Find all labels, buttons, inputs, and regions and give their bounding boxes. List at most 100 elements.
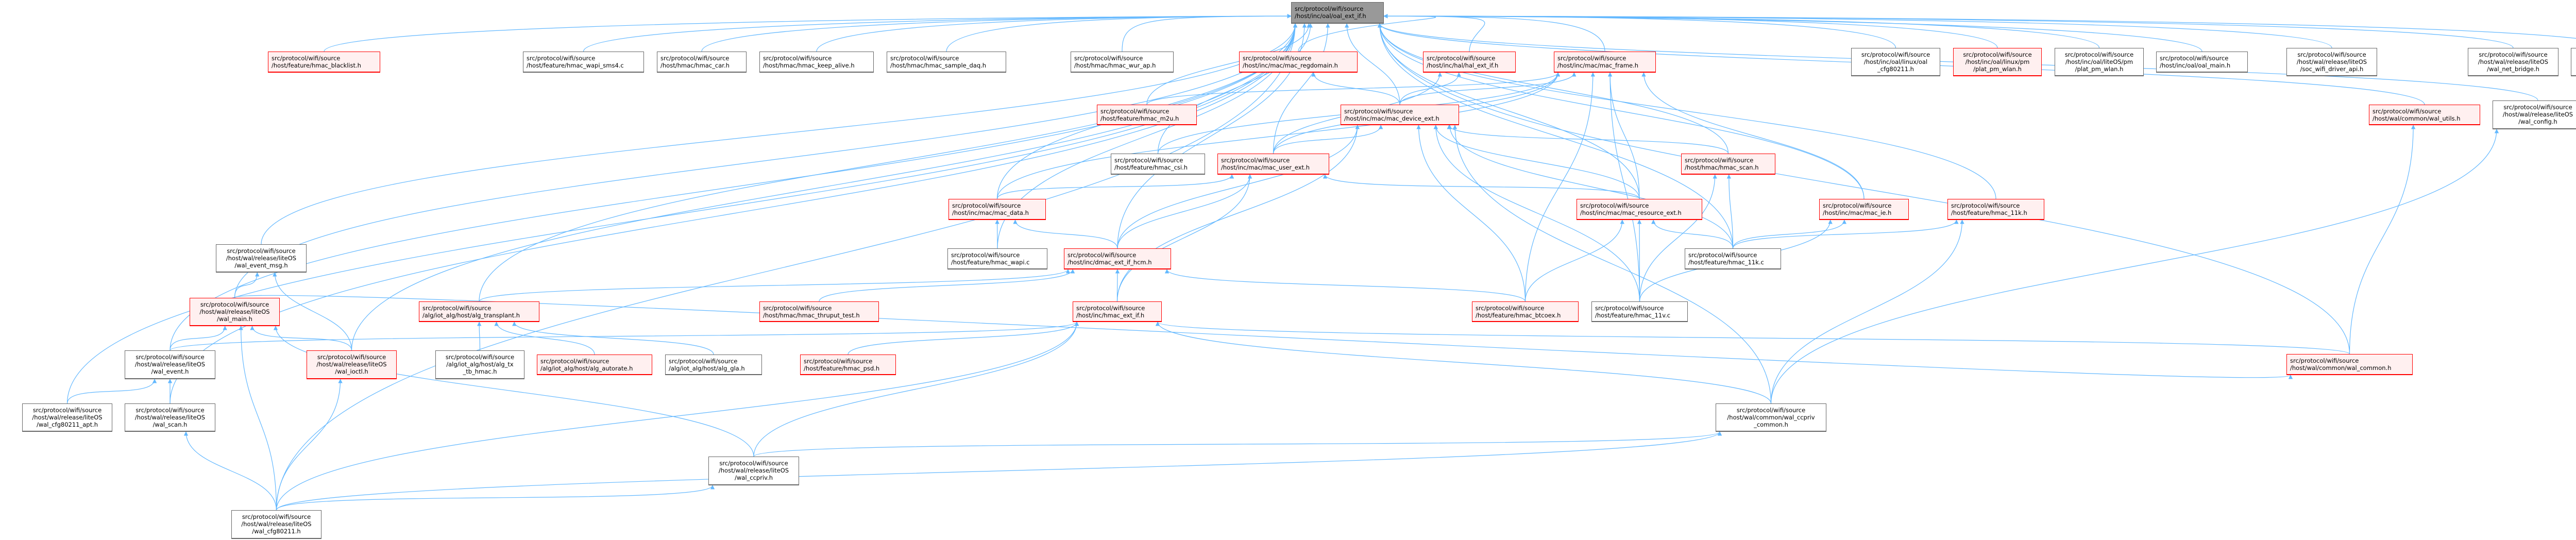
graph-node-hmac-11k-h[interactable]: src/protocol/wifi/source /host/feature/h… — [1947, 199, 2044, 220]
edge-hmac-11k-c-to-mac-ie — [1732, 220, 1846, 249]
graph-node-mac-user-ext[interactable]: src/protocol/wifi/source /host/inc/mac/m… — [1217, 154, 1329, 175]
graph-node-mac-frame[interactable]: src/protocol/wifi/source /host/inc/mac/m… — [1554, 52, 1656, 73]
graph-node-wal-common[interactable]: src/protocol/wifi/source /host/wal/commo… — [2286, 354, 2413, 375]
graph-node-mac-device-ext[interactable]: src/protocol/wifi/source /host/inc/mac/m… — [1341, 105, 1459, 125]
edge-btcoex-to-dmac-hcm — [1164, 269, 1526, 302]
graph-node-ccpriv-common[interactable]: src/protocol/wifi/source /host/wal/commo… — [1716, 403, 1826, 432]
graph-node-hmac-wapi-c[interactable]: src/protocol/wifi/source /host/feature/h… — [947, 248, 1047, 269]
edge-mac-resource-ext-to-mac-frame — [1607, 72, 1640, 199]
edge-wapi-sms4-to-oal-ext-if — [583, 14, 1292, 52]
graph-node-thruput[interactable]: src/protocol/wifi/source /host/hmac/hmac… — [759, 301, 879, 322]
graph-node-keep-alive[interactable]: src/protocol/wifi/source /host/hmac/hmac… — [759, 52, 874, 73]
graph-node-soc-wifi[interactable]: src/protocol/wifi/source /host/wal/relea… — [2286, 48, 2377, 76]
edge-btcoex-to-mac-resource-ext — [1524, 220, 1624, 302]
edge-ccpriv-common-to-mac-device-ext — [1452, 125, 1772, 404]
graph-node-hal-ext-if[interactable]: src/protocol/wifi/source /host/inc/hal/h… — [1423, 52, 1516, 73]
graph-node-wal-cfg80211[interactable]: src/protocol/wifi/source /host/wal/relea… — [231, 510, 321, 539]
edge-wal-main-to-oal-ext-if — [234, 23, 1298, 298]
edge-plat-pm-liteos-to-oal-ext-if — [1383, 14, 2100, 48]
graph-node-wal-scan[interactable]: src/protocol/wifi/source /host/wal/relea… — [125, 403, 215, 432]
edge-wal-cfg80211-to-wal-scan — [183, 431, 277, 511]
graph-node-wur-ap[interactable]: src/protocol/wifi/source /host/hmac/hmac… — [1071, 52, 1174, 73]
graph-node-alg-tx-tb[interactable]: src/protocol/wifi/source /alg/iot_alg/ho… — [435, 350, 524, 379]
edge-ccpriv-common-to-hmac-11k-h — [1770, 220, 1964, 404]
graph-node-wal-main[interactable]: src/protocol/wifi/source /host/wal/relea… — [190, 298, 280, 326]
graph-node-csi[interactable]: src/protocol/wifi/source /host/feature/h… — [1111, 154, 1205, 175]
edge-hmac-scan-to-mac-device-ext — [1447, 125, 1729, 154]
edge-hmac-ext-if-to-mac-device-ext — [1116, 125, 1360, 302]
edge-wal-common-to-oal-ext-if — [1377, 23, 2350, 355]
graph-node-plat-pm-linux[interactable]: src/protocol/wifi/source /host/inc/oal/l… — [1953, 48, 2042, 76]
edge-psd-to-hmac-ext-if — [848, 322, 1079, 355]
graph-node-alg-gla[interactable]: src/protocol/wifi/source /alg/iot_alg/ho… — [665, 355, 762, 375]
edge-dmac-hcm-to-mac-device-ext — [1117, 125, 1360, 249]
edge-alg-autorate-to-alg-transplant — [494, 322, 595, 355]
graph-node-mac-ie[interactable]: src/protocol/wifi/source /host/inc/mac/m… — [1819, 199, 1909, 220]
graph-node-hmac-11v[interactable]: src/protocol/wifi/source /host/feature/h… — [1591, 301, 1688, 322]
edge-m2u-to-oal-ext-if — [1146, 23, 1311, 105]
graph-node-oal-cfg80211[interactable]: src/protocol/wifi/source /host/inc/oal/l… — [1851, 48, 1940, 76]
graph-node-m2u[interactable]: src/protocol/wifi/source /host/feature/h… — [1097, 105, 1197, 125]
graph-node-cfg80211-apt[interactable]: src/protocol/wifi/source /host/wal/relea… — [22, 403, 112, 432]
edge-ccpriv-common-to-hmac-ext-if — [1155, 322, 1772, 404]
graph-node-regdomain[interactable]: src/protocol/wifi/source /host/inc/mac/m… — [1239, 52, 1358, 73]
edge-wal-event-msg-to-oal-ext-if — [261, 23, 1298, 245]
edge-wal-cfg80211-to-wal-ccpriv — [276, 485, 715, 511]
graph-node-oal-ext-if[interactable]: src/protocol/wifi/source /host/inc/oal/o… — [1291, 2, 1384, 24]
edge-wal-cfg80211-to-hmac-ext-if — [276, 322, 1079, 511]
graph-node-alg-autorate[interactable]: src/protocol/wifi/source /alg/iot_alg/ho… — [537, 355, 652, 375]
edge-alg-transplant-to-oal-ext-if — [479, 23, 1298, 302]
graph-node-wal-ccpriv[interactable]: src/protocol/wifi/source /host/wal/relea… — [708, 457, 799, 485]
graph-node-sample-daq[interactable]: src/protocol/wifi/source /host/hmac/hmac… — [887, 52, 1006, 73]
graph-node-blacklist[interactable]: src/protocol/wifi/source /host/feature/h… — [268, 52, 380, 73]
graph-node-wal-event-msg[interactable]: src/protocol/wifi/source /host/wal/relea… — [216, 244, 307, 273]
graph-node-hmac-ext-if[interactable]: src/protocol/wifi/source /host/inc/hmac_… — [1073, 301, 1162, 322]
graph-node-net-bridge[interactable]: src/protocol/wifi/source /host/wal/relea… — [2468, 48, 2558, 76]
edge-sample-daq-to-oal-ext-if — [946, 14, 1292, 52]
graph-node-hmac-11k-c[interactable]: src/protocol/wifi/source /host/feature/h… — [1685, 248, 1781, 269]
graph-node-plat-pm-liteos[interactable]: src/protocol/wifi/source /host/inc/oal/l… — [2055, 48, 2144, 76]
graph-node-alg-transplant[interactable]: src/protocol/wifi/source /alg/iot_alg/ho… — [419, 301, 539, 322]
edge-wal-cfg80211-to-wal-ioctl — [276, 379, 343, 511]
edge-wal-main-to-wal-common — [234, 295, 2293, 379]
graph-node-psd[interactable]: src/protocol/wifi/source /host/feature/h… — [800, 355, 896, 375]
graph-node-wal-ioctl[interactable]: src/protocol/wifi/source /host/wal/relea… — [307, 350, 397, 379]
graph-node-mac-resource-ext[interactable]: src/protocol/wifi/source /host/inc/mac/m… — [1577, 199, 1702, 220]
edge-csi-to-oal-ext-if — [1157, 23, 1313, 154]
edge-wal-ioctl-to-wal-event-msg — [273, 272, 352, 351]
edge-hmac-11v-to-mac-device-ext — [1433, 125, 1640, 302]
graph-node-dmac-hcm[interactable]: src/protocol/wifi/source /host/inc/dmac_… — [1064, 248, 1171, 269]
edge-wal-ccpriv-to-wal-main — [273, 326, 754, 457]
edge-ccpriv-common-to-wal-config — [1770, 129, 2499, 404]
graph-node-wal-utils[interactable]: src/protocol/wifi/source /host/wal/commo… — [2369, 105, 2480, 125]
edge-mac-device-ext-to-oal-ext-if — [1344, 23, 1400, 105]
edge-mac-ie-to-mac-frame — [1641, 72, 1865, 199]
edge-wal-ioctl-to-wal-main — [250, 326, 352, 351]
edge-wal-event-to-wal-main — [170, 326, 227, 351]
graph-node-wal-config[interactable]: src/protocol/wifi/source /host/wal/relea… — [2493, 100, 2576, 129]
edge-hmac-11v-to-hmac-scan — [1639, 174, 1717, 302]
edge-btcoex-to-mac-device-ext — [1416, 125, 1526, 302]
edge-hmac-11k-c-to-hmac-scan — [1726, 174, 1734, 249]
graph-node-wapi-sms4[interactable]: src/protocol/wifi/source /host/feature/h… — [523, 52, 644, 73]
edge-dmac-hcm-to-mac-data — [1013, 220, 1118, 249]
graph-node-wal-event[interactable]: src/protocol/wifi/source /host/wal/relea… — [125, 350, 215, 379]
edge-hmac-11k-h-to-oal-ext-if — [1377, 23, 1996, 199]
graph-node-car[interactable]: src/protocol/wifi/source /host/hmac/hmac… — [657, 52, 747, 73]
edge-mac-user-ext-to-oal-ext-if — [1273, 23, 1330, 154]
edge-mac-user-ext-to-mac-device-ext — [1273, 125, 1383, 154]
edge-hmac-11k-c-to-oal-ext-if — [1377, 23, 1734, 249]
edge-alg-gla-to-alg-transplant — [512, 322, 714, 355]
graph-node-regdb[interactable]: src/protocol/wifi/source /host/wal/relea… — [2571, 48, 2576, 76]
edge-soc-wifi-to-oal-ext-if — [1383, 14, 2332, 48]
graph-node-hmac-scan[interactable]: src/protocol/wifi/source /host/hmac/hmac… — [1681, 154, 1775, 175]
graph-node-oal-main[interactable]: src/protocol/wifi/source /host/inc/oal/o… — [2156, 52, 2248, 73]
edge-wal-cfg80211-to-ccpriv-common — [276, 431, 1722, 511]
edge-wal-cfg80211-to-wal-main — [239, 326, 277, 511]
graph-node-mac-data[interactable]: src/protocol/wifi/source /host/inc/mac/m… — [948, 199, 1046, 220]
edge-m2u-to-mac-frame — [1146, 72, 1561, 105]
edge-wal-cfg80211-to-oal-ext-if — [276, 23, 1298, 511]
edge-hmac-scan-to-oal-ext-if — [1377, 23, 1729, 154]
graph-node-btcoex[interactable]: src/protocol/wifi/source /host/feature/h… — [1472, 301, 1579, 322]
